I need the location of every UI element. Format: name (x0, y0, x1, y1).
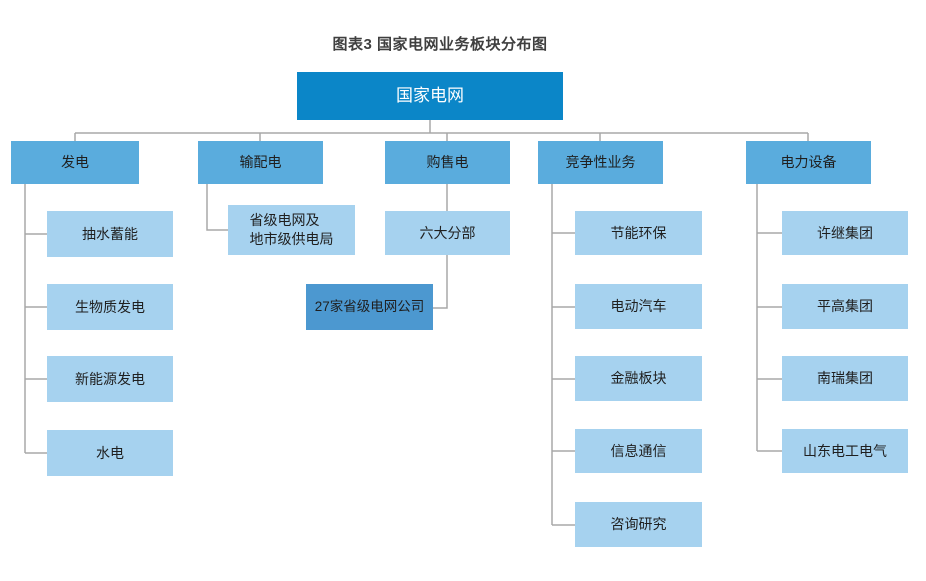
page-title: 图表3 国家电网业务板块分布图 (332, 36, 548, 53)
child-hydropower: 水电 (47, 430, 173, 476)
child-new-energy-power: 新能源发电 (47, 356, 173, 402)
child-information-telecom: 信息通信 (575, 429, 702, 473)
child-pinggao-group: 平高集团 (782, 284, 908, 329)
child-energy-conservation: 节能环保 (575, 211, 702, 255)
connector-competitive-trunk (551, 184, 575, 526)
branch-power-equipment: 电力设备 (746, 141, 871, 184)
child-consulting-research: 咨询研究 (575, 502, 702, 547)
branch-generation: 发电 (11, 141, 139, 184)
child-pumped-storage: 抽水蓄能 (47, 211, 173, 257)
child-27-provincial-grid-companies: 27家省级电网公司 (306, 284, 433, 330)
connector-transmission-elbow (206, 184, 228, 231)
child-electric-vehicles: 电动汽车 (575, 284, 702, 329)
child-six-divisions: 六大分部 (385, 211, 510, 255)
child-nari-group: 南瑞集团 (782, 356, 908, 401)
branch-competitive-business: 竞争性业务 (538, 141, 663, 184)
connector-top-rail (74, 120, 809, 141)
child-biomass-power: 生物质发电 (47, 284, 173, 330)
connector-equipment-trunk (756, 184, 782, 452)
connector-trading-stems (433, 184, 448, 309)
branch-power-trading: 购售电 (385, 141, 510, 184)
child-xuji-group: 许继集团 (782, 211, 908, 255)
branch-transmission-distribution: 输配电 (198, 141, 323, 184)
node-root-state-grid: 国家电网 (297, 72, 563, 120)
child-shandong-electrical: 山东电工电气 (782, 429, 908, 473)
child-finance-segment: 金融板块 (575, 356, 702, 401)
connector-generation-trunk (24, 184, 47, 454)
child-provincial-grid-bureaus: 省级电网及 地市级供电局 (228, 205, 355, 255)
